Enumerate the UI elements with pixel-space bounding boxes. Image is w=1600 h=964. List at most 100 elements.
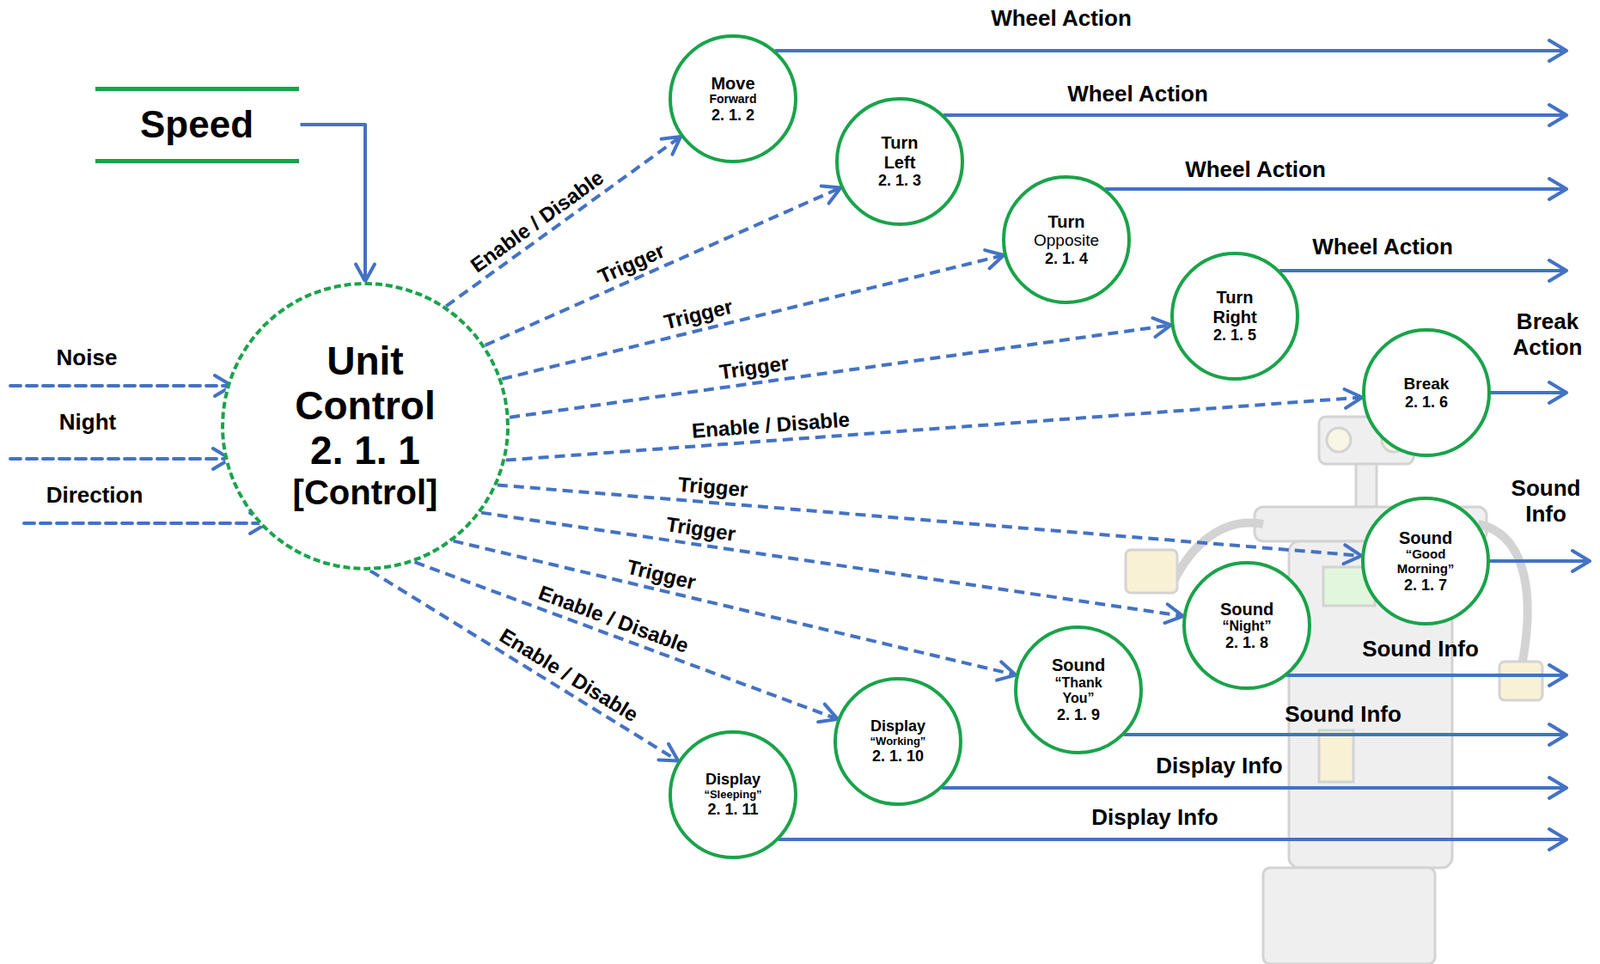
node-text-group: MoveForward2. 1. 2 xyxy=(708,73,757,125)
node-text: 2. 1. 4 xyxy=(1033,250,1100,268)
signal-label: Night xyxy=(59,409,117,436)
arrow-head xyxy=(355,264,375,282)
connector-line xyxy=(445,136,681,306)
data-store: Speed xyxy=(95,86,300,164)
arrow-head xyxy=(984,250,1004,269)
node-text-group: Display“Sleeping”2. 1. 11 xyxy=(703,770,762,819)
process-circle: Break2. 1. 6 xyxy=(1361,328,1491,458)
node-text: 2. 1. 6 xyxy=(1404,393,1450,411)
node-text-group: Turn Right2. 1. 5 xyxy=(1200,287,1270,345)
node-text-group: Break2. 1. 6 xyxy=(1404,374,1450,411)
node-text-group: Speed xyxy=(140,103,254,147)
output-arrow xyxy=(779,829,1567,850)
output-arrow xyxy=(1287,665,1567,686)
connector xyxy=(445,136,681,306)
signal-label: Sound Info xyxy=(1284,702,1402,728)
connector-line xyxy=(506,396,1363,460)
node-text: Display xyxy=(703,770,762,788)
robot-eye xyxy=(1326,427,1351,452)
node-text: “Night” xyxy=(1220,618,1274,635)
node-text: 2. 1. 3 xyxy=(865,171,935,190)
robot-part xyxy=(1319,730,1354,782)
edge-label: Trigger xyxy=(591,237,672,290)
arrow-head xyxy=(1343,544,1362,564)
process-circle: Display“Working”2. 1. 10 xyxy=(833,677,963,807)
signal-label: Sound Info xyxy=(1511,476,1582,528)
node-text: Speed xyxy=(140,103,254,147)
process-circle: Sound“Good Morning”2. 1. 7 xyxy=(1361,496,1491,626)
node-text: Forward xyxy=(708,92,757,107)
process-circle: TurnOpposite2. 1. 4 xyxy=(1001,175,1131,305)
output-arrow xyxy=(1124,724,1567,746)
node-text: Display xyxy=(870,717,927,735)
arrow-head xyxy=(1343,389,1362,409)
node-text: “Working” xyxy=(870,735,927,749)
connector xyxy=(497,484,1362,564)
input-arrow xyxy=(24,521,268,526)
process-circle: Turn Right2. 1. 5 xyxy=(1170,251,1300,381)
output-arrow xyxy=(1490,550,1590,572)
node-text: [Control] xyxy=(257,473,473,513)
edge-label: Enable / Disable xyxy=(531,579,696,660)
connector-line xyxy=(497,484,1362,556)
edge-label: Trigger xyxy=(621,554,702,596)
node-text: “Sleeping” xyxy=(703,788,762,802)
edge-label: Trigger xyxy=(714,350,794,385)
output-arrow xyxy=(944,104,1567,126)
connector-line xyxy=(370,570,678,761)
connector-line xyxy=(509,324,1172,417)
node-text-group: Turn Left2. 1. 3 xyxy=(865,133,935,190)
arrow-head xyxy=(821,185,842,203)
node-text: 2. 1. 9 xyxy=(1044,706,1113,724)
connector xyxy=(506,389,1363,461)
node-text: 2. 1. 2 xyxy=(708,106,757,124)
robot-illustration xyxy=(1125,416,1543,964)
signal-label: Wheel Action xyxy=(990,6,1132,32)
arrow-head xyxy=(996,661,1016,680)
node-text-group: Sound“Thank You”2. 1. 9 xyxy=(1044,655,1113,724)
arrow-head xyxy=(658,744,678,762)
input-arrow xyxy=(10,384,233,388)
connector xyxy=(509,317,1172,417)
node-text: “Good Morning” xyxy=(1382,547,1469,577)
node-text: 2. 1. 11 xyxy=(703,800,762,819)
edge-label: Trigger xyxy=(660,512,740,547)
node-text-group: TurnOpposite2. 1. 4 xyxy=(1033,212,1100,268)
arrow-head xyxy=(661,136,682,155)
node-text: 2. 1. 1 xyxy=(257,428,473,474)
edge-label: Trigger xyxy=(658,293,739,336)
signal-label: Wheel Action xyxy=(1067,81,1209,108)
node-text: Break xyxy=(1404,374,1450,393)
node-text: Turn Right xyxy=(1200,287,1270,327)
connector xyxy=(300,124,375,282)
signal-label: Noise xyxy=(56,345,118,372)
node-text: Opposite xyxy=(1033,231,1100,250)
edge-label: Enable / Disable xyxy=(687,407,855,444)
node-text: Sound xyxy=(1044,655,1113,676)
signal-label: Wheel Action xyxy=(1312,234,1454,261)
process-circle: Sound“Night”2. 1. 8 xyxy=(1182,561,1312,691)
robot-base xyxy=(1263,867,1436,964)
process-circle: Turn Left2. 1. 3 xyxy=(835,97,965,226)
edge-label: Enable / Disable xyxy=(463,163,611,280)
connector-line xyxy=(300,124,366,282)
edge-label: Enable / Disable xyxy=(492,622,646,729)
node-text: 2. 1. 7 xyxy=(1382,576,1469,594)
connector-line xyxy=(415,561,838,720)
output-arrow xyxy=(1490,382,1567,404)
node-text: 2. 1. 10 xyxy=(870,747,927,765)
signal-label: Wheel Action xyxy=(1184,157,1326,184)
signal-label: Display Info xyxy=(1091,805,1218,831)
node-text-group: Sound“Night”2. 1. 8 xyxy=(1220,599,1274,653)
node-text: 2. 1. 8 xyxy=(1220,634,1274,652)
arrow-head xyxy=(818,704,838,723)
node-text-group: Display“Working”2. 1. 10 xyxy=(870,717,927,765)
signal-label: Direction xyxy=(46,482,144,509)
process-circle: MoveForward2. 1. 2 xyxy=(668,34,798,164)
node-text: Sound xyxy=(1382,528,1469,549)
process-circle: Unit Control2. 1. 1[Control] xyxy=(220,281,511,572)
node-text: Sound xyxy=(1220,599,1274,620)
input-arrow xyxy=(10,457,231,461)
process-circle: Display“Sleeping”2. 1. 11 xyxy=(668,730,798,860)
